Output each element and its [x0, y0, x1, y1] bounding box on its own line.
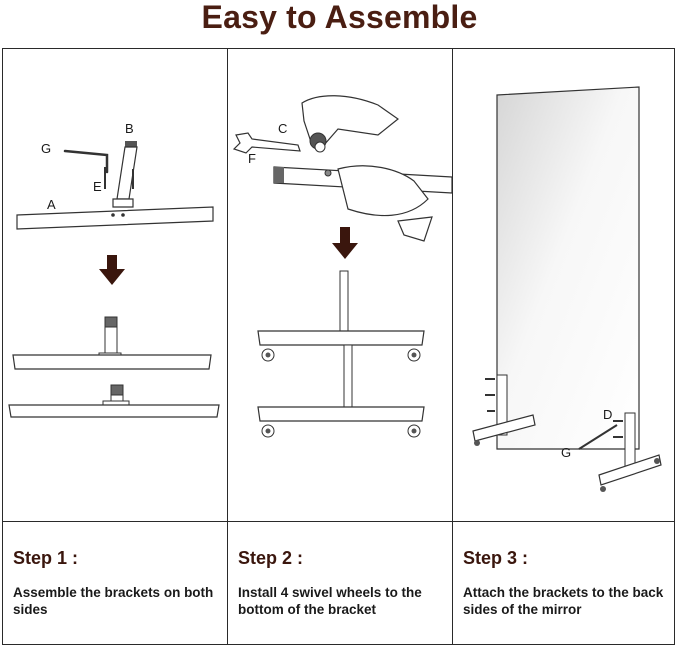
wheeled-stand-icon: [257, 344, 425, 438]
hand-icon: [301, 95, 400, 153]
instructions-grid: G B E A: [2, 48, 675, 645]
label-g: G: [41, 141, 51, 156]
base-bar-icon: [273, 165, 452, 242]
step-2-caption: Step 2 : Install 4 swivel wheels to the …: [228, 522, 452, 644]
label-b: B: [125, 121, 134, 136]
step-3-illustration: D G: [453, 49, 675, 521]
allen-key-icon: [63, 149, 109, 174]
step-2-illustration: C F: [228, 49, 452, 521]
step-1-title: Step 1 :: [13, 548, 79, 568]
step-2-description: Install 4 swivel wheels to the bottom of…: [238, 585, 422, 617]
assembled-bracket-icon: [8, 384, 220, 418]
wheeled-stand-icon: [257, 270, 425, 362]
step-3-title: Step 3 :: [463, 548, 529, 568]
step-2-title: Step 2 :: [238, 548, 304, 568]
allen-key-icon: [578, 424, 618, 450]
step-1-illustration: G B E A: [3, 49, 227, 521]
label-f: F: [248, 151, 256, 166]
label-a: A: [47, 197, 56, 212]
wrench-icon: [232, 132, 301, 154]
step-1-caption: Step 1 : Assemble the brackets on both s…: [3, 522, 227, 644]
step-1-description: Assemble the brackets on both sides: [13, 585, 214, 617]
upright-bracket-icon: [112, 141, 138, 208]
label-g: G: [561, 445, 571, 460]
label-e: E: [93, 179, 102, 194]
mirror-icon: [496, 86, 640, 450]
label-c: C: [278, 121, 287, 136]
column-divider: [452, 49, 453, 644]
label-d: D: [603, 407, 612, 422]
row-divider: [3, 521, 674, 522]
column-divider: [227, 49, 228, 644]
down-arrow-icon: [99, 255, 125, 285]
right-bracket-icon: [598, 412, 662, 492]
down-arrow-icon: [332, 227, 358, 259]
page-title: Easy to Assemble: [201, 0, 478, 35]
screw-icon: [104, 167, 134, 189]
step-3-description: Attach the brackets to the back sides of…: [463, 585, 664, 617]
assembled-bracket-icon: [12, 316, 212, 370]
step-3-caption: Step 3 : Attach the brackets to the back…: [453, 522, 675, 644]
left-bracket-icon: [472, 374, 536, 446]
base-bar-icon: [16, 206, 214, 230]
